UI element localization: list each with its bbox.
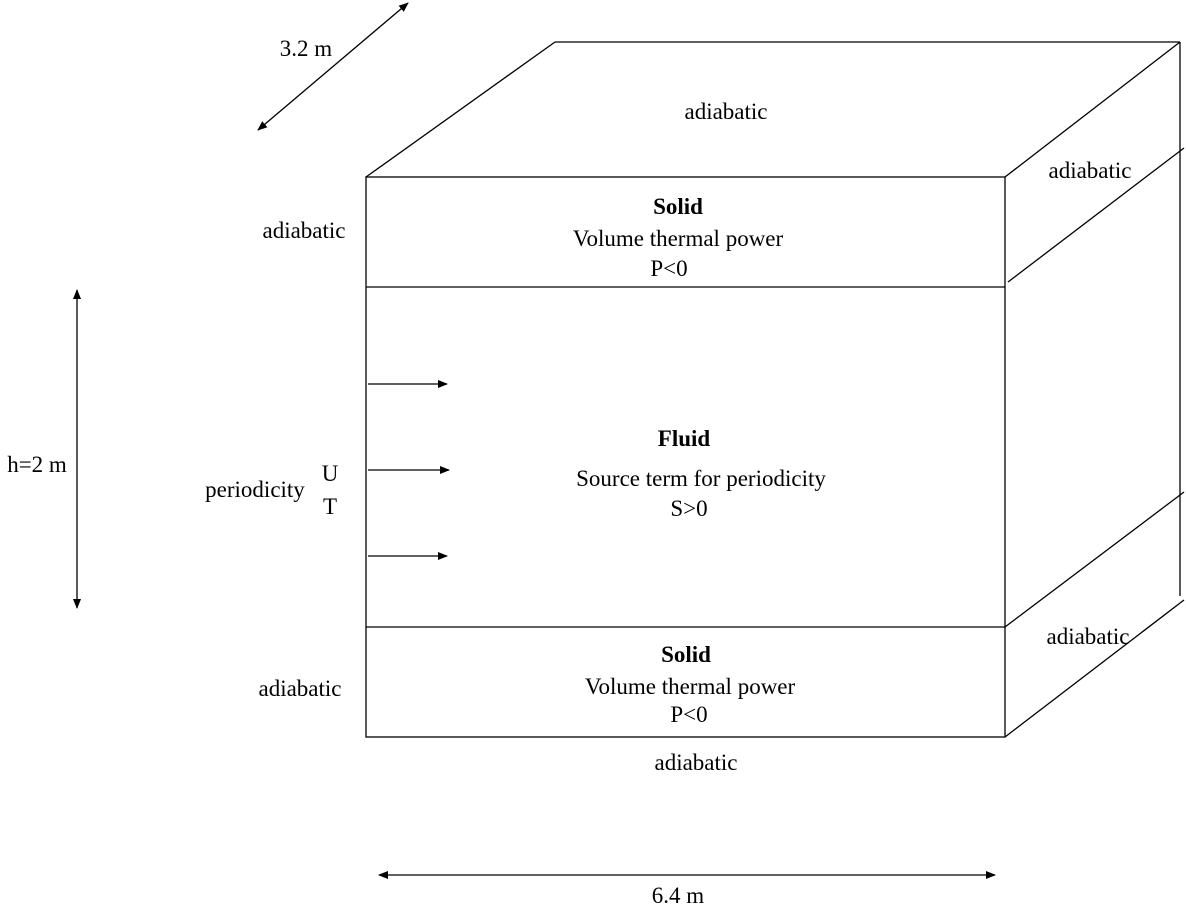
left-bottom-boundary-label: adiabatic (258, 676, 341, 701)
fluid-line2: S>0 (670, 496, 707, 521)
height-label: h=2 m (7, 452, 67, 477)
periodicity-label: periodicity (205, 477, 305, 502)
velocity-symbol: U (322, 461, 339, 486)
temperature-symbol: T (323, 494, 337, 519)
depth-arrow (257, 2, 409, 131)
front-face (365, 176, 1006, 738)
top-solid-title: Solid (653, 194, 703, 219)
bottom-solid-title: Solid (661, 642, 711, 667)
length-label: 6.4 m (652, 883, 705, 907)
right-top-boundary-label: adiabatic (1048, 158, 1131, 183)
fluid-title: Fluid (658, 426, 711, 451)
top-solid-line1: Volume thermal power (573, 226, 784, 251)
right-face-top-interface (1007, 147, 1185, 283)
fluid-line1: Source term for periodicity (576, 466, 826, 491)
top-solid-line2: P<0 (650, 256, 687, 281)
right-face-bottom-edge (1004, 599, 1185, 738)
top-boundary-label: adiabatic (684, 99, 767, 124)
left-top-boundary-label: adiabatic (262, 218, 345, 243)
bottom-boundary-label: adiabatic (654, 750, 737, 775)
bottom-solid-line2: P<0 (670, 702, 707, 727)
depth-label: 3.2 m (280, 36, 333, 61)
top-face-left-edge (365, 41, 556, 178)
top-face-right-edge (1004, 41, 1181, 178)
right-face-bottom-interface (1004, 491, 1185, 628)
right-bottom-boundary-label: adiabatic (1046, 624, 1129, 649)
bottom-solid-line1: Volume thermal power (585, 674, 796, 699)
